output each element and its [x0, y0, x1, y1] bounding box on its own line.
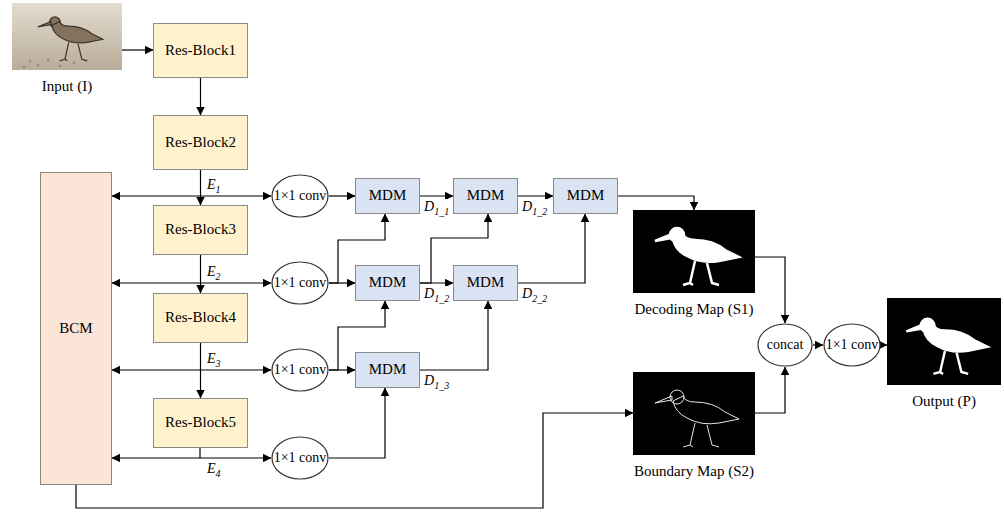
node-label: 1×1 conv	[274, 275, 327, 291]
mdm-box: MDM	[453, 178, 518, 214]
connector-arrow	[755, 257, 785, 323]
conv-circle: 1×1 conv	[271, 436, 329, 480]
signal-label: D1_1	[423, 199, 450, 217]
image-panel: Input (I)	[12, 3, 122, 70]
node-label: BCM	[59, 320, 92, 337]
connector-arrow	[329, 195, 355, 196]
res-block: Res-Block4	[153, 293, 248, 343]
connector-arrow	[420, 195, 453, 196]
signal-label: D1_3	[423, 373, 450, 391]
sand-ground	[12, 3, 122, 70]
node-label: MDM	[369, 361, 407, 378]
node-label: Res-Block2	[165, 134, 236, 151]
connector-arrow	[200, 170, 201, 205]
node-label: MDM	[467, 187, 505, 204]
output-image	[887, 298, 1001, 385]
connector-arrow	[200, 78, 201, 115]
mdm-box: MDM	[355, 178, 420, 214]
signal-label: E1	[206, 177, 222, 195]
image-panel: Boundary Map (S2)	[633, 372, 755, 455]
node-label: MDM	[369, 187, 407, 204]
res-block: Res-Block5	[153, 398, 248, 448]
node-label: 1×1 conv	[274, 450, 327, 466]
connector-arrow	[618, 196, 694, 210]
connector-arrow	[518, 214, 585, 283]
image-caption: Output (P)	[912, 393, 976, 410]
connector-arrow	[122, 49, 153, 50]
image-panel: Decoding Map (S1)	[633, 210, 755, 293]
connector-arrow	[881, 344, 887, 345]
connector-arrow	[518, 195, 553, 196]
image-caption: Decoding Map (S1)	[634, 301, 753, 318]
node-label: MDM	[567, 187, 605, 204]
connector-arrow	[755, 367, 785, 413]
mdm-box: MDM	[355, 352, 420, 388]
res-block: Res-Block2	[153, 115, 248, 170]
node-label: Res-Block1	[165, 42, 236, 59]
conv-circle: 1×1 conv	[271, 348, 329, 392]
node-label: 1×1 conv	[826, 337, 879, 353]
circle-shape	[758, 324, 812, 366]
connector-arrow	[112, 369, 271, 370]
conv-circle: 1×1 conv	[823, 323, 881, 367]
connector-arrow	[813, 344, 823, 345]
connector-arrow	[112, 195, 271, 196]
footprints	[23, 59, 76, 69]
res-block: Res-Block1	[153, 23, 248, 78]
black-ground	[887, 298, 1001, 385]
mdm-box: MDM	[453, 265, 518, 301]
node-label: MDM	[467, 274, 505, 291]
signal-label: D1_2	[521, 199, 548, 217]
conv-circle: 1×1 conv	[271, 174, 329, 218]
mdm-box: MDM	[553, 178, 618, 214]
connector-arrow	[112, 282, 271, 283]
circle-shape	[824, 324, 880, 366]
image-caption: Input (I)	[42, 78, 92, 95]
black-ground	[633, 372, 755, 455]
signal-label: E4	[206, 461, 222, 479]
node-label: Res-Block4	[165, 309, 236, 326]
signal-label: E2	[206, 264, 222, 282]
concat-circle: concat	[757, 323, 813, 367]
res-block: Res-Block3	[153, 205, 248, 255]
circle-shape	[272, 175, 328, 217]
node-label: concat	[767, 337, 804, 353]
bcm-module: BCM	[40, 172, 112, 485]
wire-stub	[199, 448, 200, 458]
bird-outline	[655, 390, 739, 447]
signal-label: D2_2	[521, 286, 548, 304]
circle-shape	[272, 349, 328, 391]
bird-figure	[38, 17, 103, 61]
decoding-map-image	[633, 210, 755, 293]
circle-shape	[272, 437, 328, 479]
connector-arrow	[329, 388, 385, 458]
bird-silhouette	[906, 319, 987, 374]
signal-label: E3	[206, 351, 222, 369]
node-label: Res-Block3	[165, 221, 236, 238]
boundary-map-image	[633, 372, 755, 455]
input-photo	[12, 3, 122, 70]
node-label: Res-Block5	[165, 414, 236, 431]
connector-arrow	[420, 301, 488, 370]
signal-label: D1_2	[423, 286, 450, 304]
connector-arrow	[112, 457, 271, 458]
node-label: MDM	[369, 274, 407, 291]
circle-shape	[272, 262, 328, 304]
conv-circle: 1×1 conv	[271, 261, 329, 305]
black-ground	[633, 210, 755, 293]
node-label: 1×1 conv	[274, 188, 327, 204]
image-panel: Output (P)	[887, 298, 1001, 385]
image-caption: Boundary Map (S2)	[634, 463, 754, 480]
bird-silhouette	[655, 228, 739, 285]
connector-arrow	[200, 255, 201, 293]
mdm-box: MDM	[355, 265, 420, 301]
node-label: 1×1 conv	[274, 362, 327, 378]
